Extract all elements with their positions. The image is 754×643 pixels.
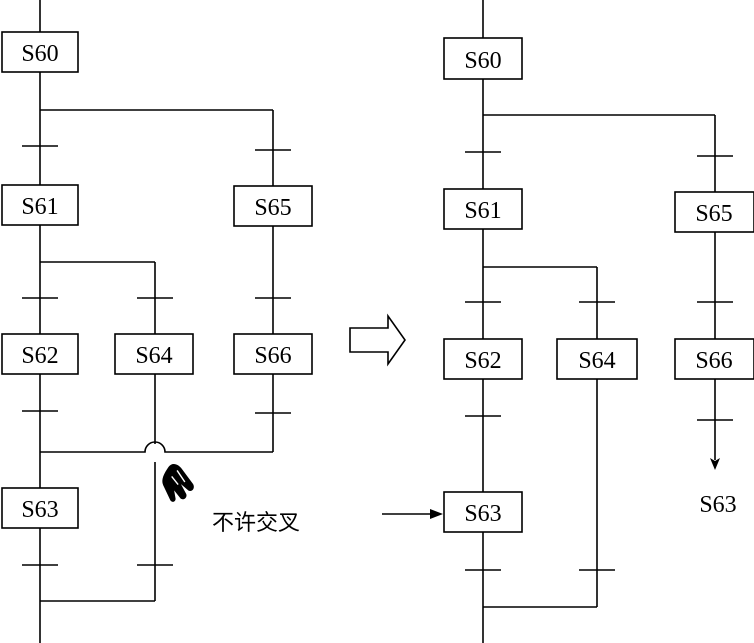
step-label: S64 <box>578 348 615 374</box>
pointing-hand-icon <box>162 464 194 502</box>
left-sfc-chart: S60 S61 S65 S62 S64 S66 S63 <box>1 0 313 643</box>
step-label: S63 <box>21 497 58 523</box>
step-s66: S66 <box>674 338 754 380</box>
right-sfc-chart: S60 S61 S65 S62 S64 S66 S63 S63 <box>443 0 754 643</box>
step-label: S61 <box>21 194 58 220</box>
step-label: S65 <box>695 201 732 227</box>
step-s63: S63 <box>443 491 523 533</box>
step-s65: S65 <box>674 191 754 233</box>
step-label: S62 <box>464 348 501 374</box>
step-label: S66 <box>695 348 732 374</box>
step-s66: S66 <box>233 333 313 375</box>
step-label: S64 <box>135 343 172 369</box>
step-s62: S62 <box>443 338 523 380</box>
step-s64: S64 <box>114 333 194 375</box>
step-s60: S60 <box>1 31 79 73</box>
step-s60: S60 <box>443 37 523 80</box>
step-s61: S61 <box>1 184 79 226</box>
step-label: S66 <box>254 343 291 369</box>
hollow-right-arrow-icon <box>349 313 406 367</box>
step-label: S60 <box>21 41 58 67</box>
step-s63: S63 <box>1 487 79 529</box>
pointer-arrowhead <box>430 509 443 519</box>
step-label: S63 <box>464 501 501 527</box>
jump-target-label: S63 <box>699 492 736 518</box>
step-s65: S65 <box>233 185 313 227</box>
annotation-text: 不许交叉 <box>212 511 300 536</box>
jump-arrowhead <box>710 458 720 470</box>
step-label: S65 <box>254 195 291 221</box>
step-label: S61 <box>464 198 501 224</box>
step-label: S60 <box>464 48 501 74</box>
left-join-line-crossing <box>40 441 273 453</box>
step-s61: S61 <box>443 188 523 230</box>
step-label: S62 <box>21 343 58 369</box>
step-s64: S64 <box>556 338 638 380</box>
step-s62: S62 <box>1 333 79 375</box>
